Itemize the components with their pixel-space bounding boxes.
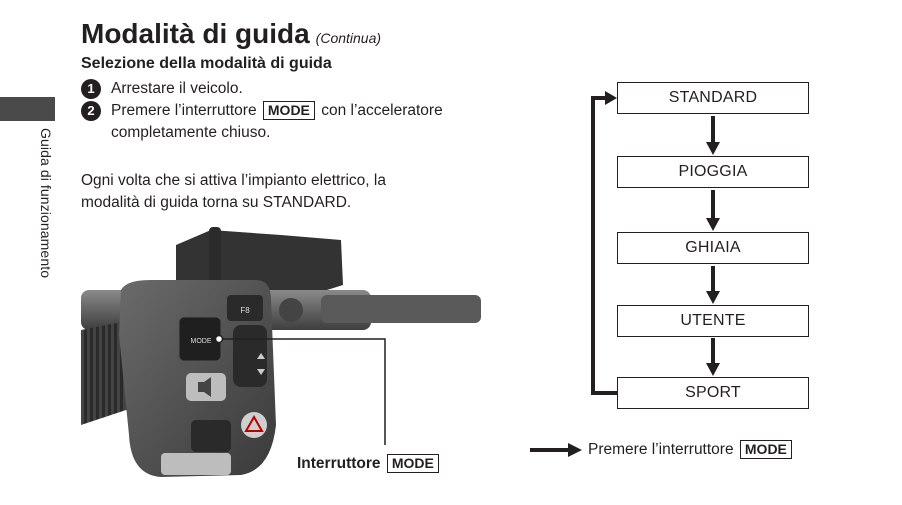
mode-key-label: MODE [262, 101, 315, 120]
step-2: 2 Premere l’interruttore MODE con l’acce… [81, 100, 471, 144]
section-subtitle: Selezione della modalità di guida [81, 55, 332, 72]
handlebar-switch-photo: F8 MODE [81, 225, 481, 480]
mode-button-label: MODE [191, 338, 212, 345]
legend-text: Premere l’interruttore [588, 440, 734, 458]
mode-box-sport: SPORT [617, 377, 809, 409]
mode-key-label: MODE [386, 454, 439, 473]
mode-box-standard: STANDARD [617, 82, 809, 114]
mode-box-ghiaia: GHIAIA [617, 232, 809, 264]
step-number-badge: 2 [81, 101, 101, 121]
step-1: 1 Arrestare il veicolo. [81, 78, 471, 100]
mode-box-pioggia: PIOGGIA [617, 156, 809, 188]
down-arrow [706, 116, 720, 155]
return-loop-arrowhead [605, 91, 617, 105]
mode-box-utente: UTENTE [617, 305, 809, 337]
step-number-badge: 1 [81, 79, 101, 99]
down-arrow [706, 266, 720, 304]
info-paragraph: Ogni volta che si attiva l’impianto elet… [81, 172, 386, 211]
switch-callout-label: Interruttore MODE [297, 454, 441, 473]
down-arrow [706, 338, 720, 376]
title-continued-note: (Continua) [315, 30, 382, 46]
down-arrow [706, 190, 720, 231]
switch-callout-text: Interruttore [297, 455, 381, 472]
fn-button-label: F8 [240, 306, 250, 315]
page-title: Modalità di guida (Continua) [81, 18, 381, 50]
mode-key-label: MODE [739, 440, 792, 459]
legend: Premere l’interruttore MODE [530, 440, 794, 459]
legend-arrow-icon [530, 442, 582, 457]
return-loop-line [591, 96, 617, 395]
title-text: Modalità di guida [81, 18, 310, 49]
section-label: Guida di funzionamento [38, 128, 54, 279]
section-tab [0, 97, 55, 121]
step-text-before: Premere l’interruttore [111, 102, 257, 119]
step-text-after: con l’acceleratore completamente chiuso. [111, 102, 443, 141]
step-text: Premere l’interruttore MODE con l’accele… [111, 100, 471, 144]
step-text: Arrestare il veicolo. [111, 80, 243, 97]
